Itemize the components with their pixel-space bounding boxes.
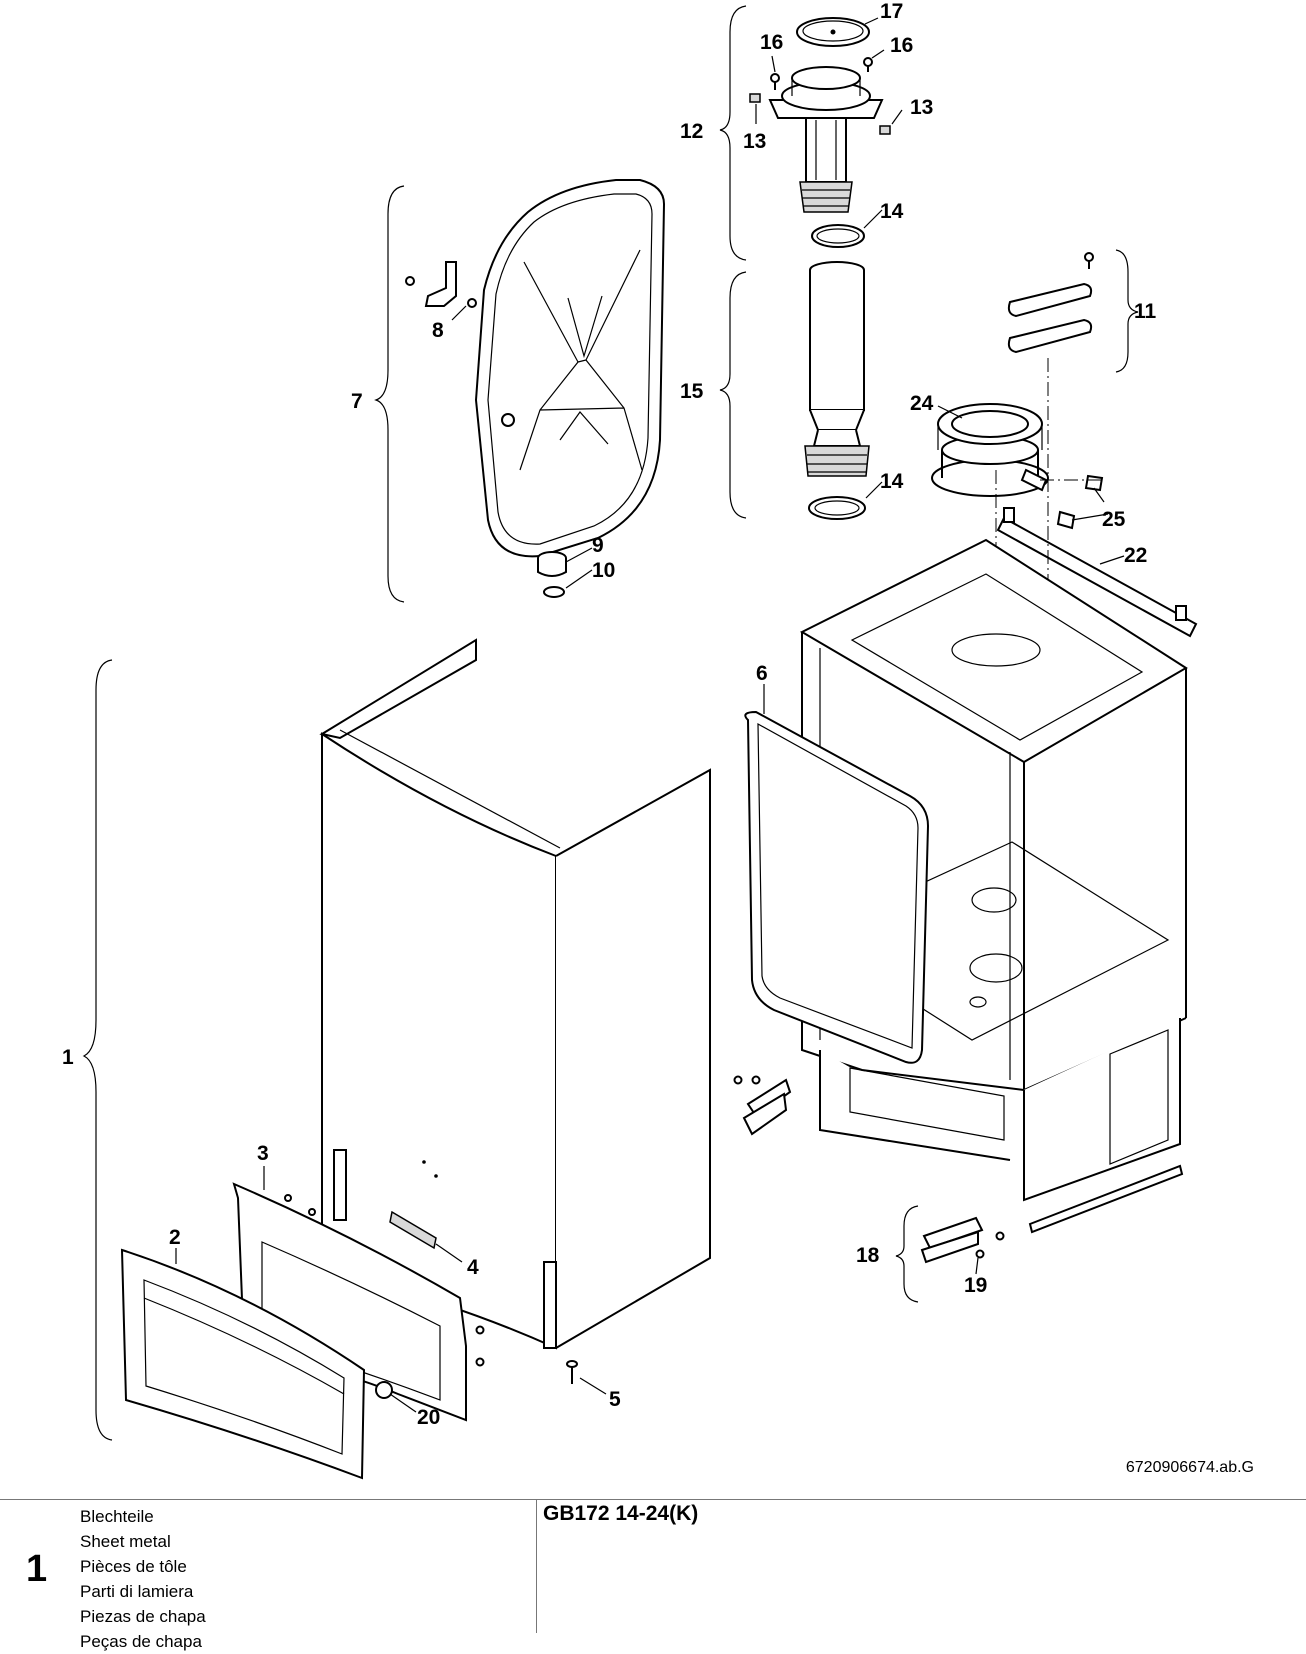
name-english: Sheet metal xyxy=(80,1532,171,1551)
name-italian: Parti di lamiera xyxy=(80,1582,194,1601)
label-8: 8 xyxy=(432,319,444,342)
label-14-upper: 14 xyxy=(880,200,904,223)
label-16-right: 16 xyxy=(890,34,913,57)
front-casing-1 xyxy=(319,638,711,1350)
boiler-frame xyxy=(799,538,1188,1234)
label-1: 1 xyxy=(62,1046,74,1069)
name-portuguese: Peças de chapa xyxy=(80,1632,202,1651)
label-22: 22 xyxy=(1124,544,1147,567)
section-names: Blechteile Sheet metal Pièces de tôle Pa… xyxy=(80,1504,206,1654)
label-19: 19 xyxy=(964,1274,987,1297)
flue-connector-24 xyxy=(931,403,1049,497)
brace-1 xyxy=(82,659,113,1441)
seal-ring-14-upper xyxy=(811,224,865,248)
label-9: 9 xyxy=(592,534,604,557)
figure-number: 1 xyxy=(26,1548,48,1590)
cap-9 xyxy=(537,551,567,577)
label-24: 24 xyxy=(910,392,934,415)
expansion-vessel xyxy=(474,179,666,558)
parts-list-footer: 1 Blechteile Sheet metal Pièces de tôle … xyxy=(0,1499,1306,1651)
model-name: GB172 14-24(K) xyxy=(543,1502,699,1525)
washer-10 xyxy=(543,586,565,598)
label-17: 17 xyxy=(880,0,903,23)
name-french: Pièces de tôle xyxy=(80,1557,187,1576)
label-3: 3 xyxy=(257,1142,269,1165)
label-16-left: 16 xyxy=(760,31,783,54)
label-15: 15 xyxy=(680,380,704,403)
flue-tube xyxy=(804,261,870,477)
sample-plugs-25 xyxy=(1056,474,1104,530)
label-13-right: 13 xyxy=(910,96,933,119)
brace-18 xyxy=(895,1205,919,1303)
label-14-lower: 14 xyxy=(880,470,904,493)
clips-13 xyxy=(749,93,891,135)
seal-ring-14-lower xyxy=(808,496,866,520)
screws-16 xyxy=(770,57,873,90)
label-7: 7 xyxy=(351,390,363,413)
drawing-reference: 6720906674.ab.G xyxy=(1126,1459,1254,1476)
label-12: 12 xyxy=(680,120,703,143)
label-25: 25 xyxy=(1102,508,1126,531)
brace-11 xyxy=(1115,249,1139,373)
exploded-parts-diagram: 1 2 3 4 5 6 7 8 9 10 11 12 13 13 14 14 1… xyxy=(62,0,1254,1480)
name-german: Blechteile xyxy=(80,1507,154,1526)
bracket-8 xyxy=(405,261,477,308)
brace-7 xyxy=(374,185,405,603)
handle-18-right xyxy=(920,1216,1005,1264)
handle-18-left xyxy=(733,1075,792,1136)
label-20: 20 xyxy=(417,1406,440,1429)
label-4: 4 xyxy=(467,1256,479,1279)
brace-12 xyxy=(719,5,747,261)
knob-20 xyxy=(375,1381,393,1399)
brace-15 xyxy=(719,271,747,519)
label-13-left: 13 xyxy=(743,130,766,153)
flue-cover-cap xyxy=(796,17,870,47)
label-18: 18 xyxy=(856,1244,880,1267)
label-10: 10 xyxy=(592,559,615,582)
label-11: 11 xyxy=(1134,300,1157,323)
label-6: 6 xyxy=(756,662,768,685)
flue-adaptor-flange xyxy=(768,66,884,213)
leader-lines xyxy=(175,17,1125,1413)
label-5: 5 xyxy=(609,1388,621,1411)
screw-5 xyxy=(566,1360,578,1384)
column-divider xyxy=(536,1500,537,1633)
name-spanish: Piezas de chapa xyxy=(80,1607,206,1626)
front-cover-2 xyxy=(120,1248,366,1480)
casing-gasket-6 xyxy=(744,710,930,1064)
cover-plates-11 xyxy=(1007,252,1094,354)
mounting-rail-22 xyxy=(996,507,1198,638)
label-2: 2 xyxy=(169,1226,181,1249)
